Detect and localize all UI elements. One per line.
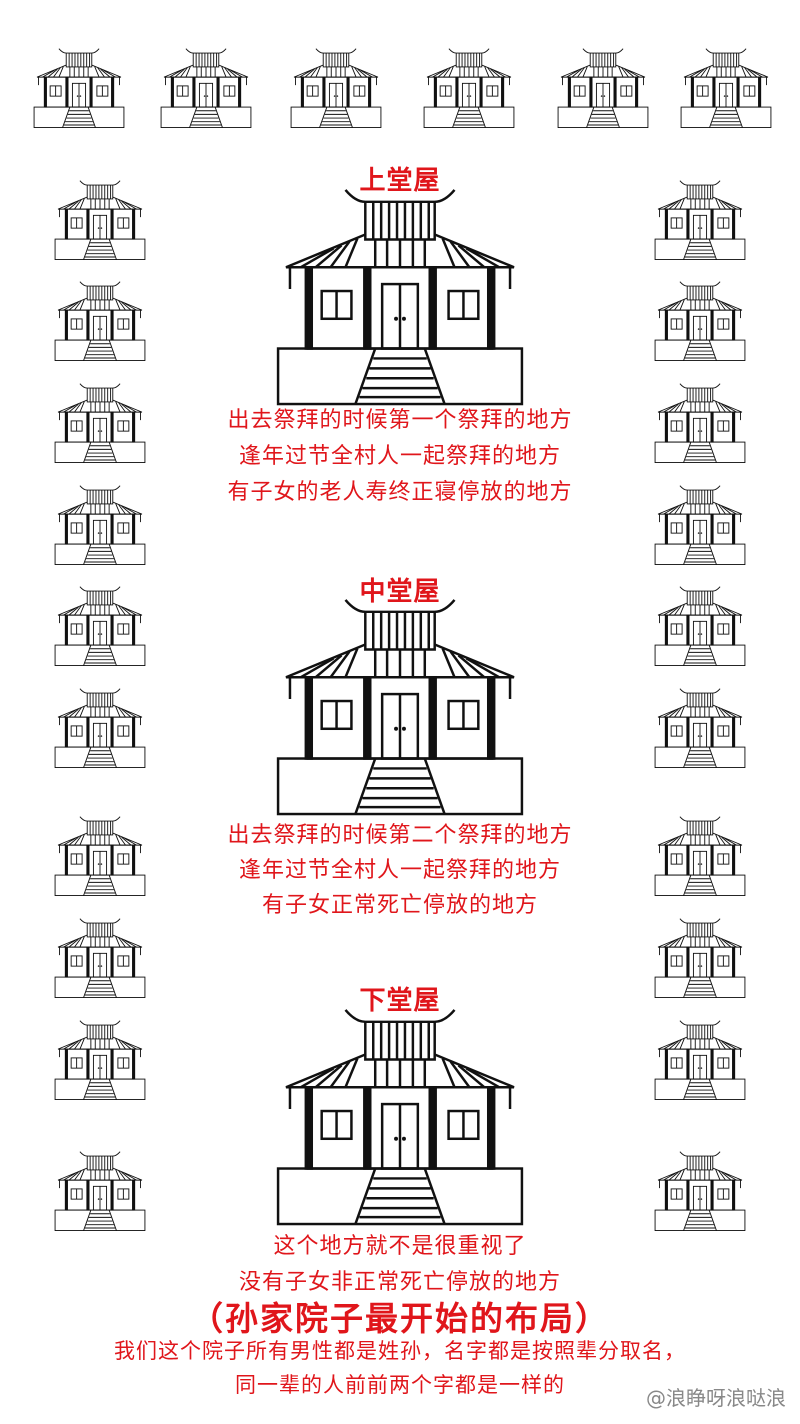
- middle-hall-title: 中堂屋: [359, 577, 441, 607]
- small-house-icon: [423, 45, 515, 129]
- small-house-icon: [54, 685, 146, 769]
- small-house-icon: [680, 45, 772, 129]
- upper-hall-line-3: 有子女的老人寿终正寝停放的地方: [227, 480, 573, 505]
- middle-hall-line-3: 有子女正常死亡停放的地方: [261, 893, 538, 918]
- small-house-icon: [290, 45, 382, 129]
- small-house-icon: [654, 278, 746, 362]
- small-house-icon: [160, 45, 252, 129]
- upper-hall-house-icon: [275, 180, 525, 408]
- small-house-icon: [54, 1017, 146, 1101]
- small-house-icon: [654, 1017, 746, 1101]
- layout-heading: （孙家院子最开始的布局）: [190, 1299, 610, 1338]
- lower-hall-line-1: 这个地方就不是很重视了: [273, 1234, 527, 1259]
- middle-hall-line-1: 出去祭拜的时候第二个祭拜的地方: [227, 823, 573, 848]
- summary-line-2: 同一辈的人前前两个字都是一样的: [235, 1373, 565, 1397]
- small-house-icon: [654, 685, 746, 769]
- small-house-icon: [557, 45, 649, 129]
- upper-hall-line-2: 逢年过节全村人一起祭拜的地方: [238, 444, 561, 469]
- small-house-icon: [54, 1148, 146, 1232]
- upper-hall-title: 上堂屋: [359, 166, 441, 196]
- summary-line-1: 我们这个院子所有男性都是姓孙，名字都是按照辈分取名，: [114, 1339, 686, 1363]
- small-house-icon: [654, 1148, 746, 1232]
- small-house-icon: [54, 278, 146, 362]
- lower-hall-title: 下堂屋: [359, 986, 441, 1016]
- watermark: @浪睁呀浪哒浪: [646, 1386, 786, 1410]
- small-house-icon: [33, 45, 125, 129]
- middle-hall-line-2: 逢年过节全村人一起祭拜的地方: [238, 858, 561, 883]
- lower-hall-house-icon: [275, 1000, 525, 1228]
- upper-hall-line-1: 出去祭拜的时候第一个祭拜的地方: [227, 408, 573, 433]
- lower-hall-line-2: 没有子女非正常死亡停放的地方: [238, 1270, 561, 1295]
- middle-hall-house-icon: [275, 590, 525, 818]
